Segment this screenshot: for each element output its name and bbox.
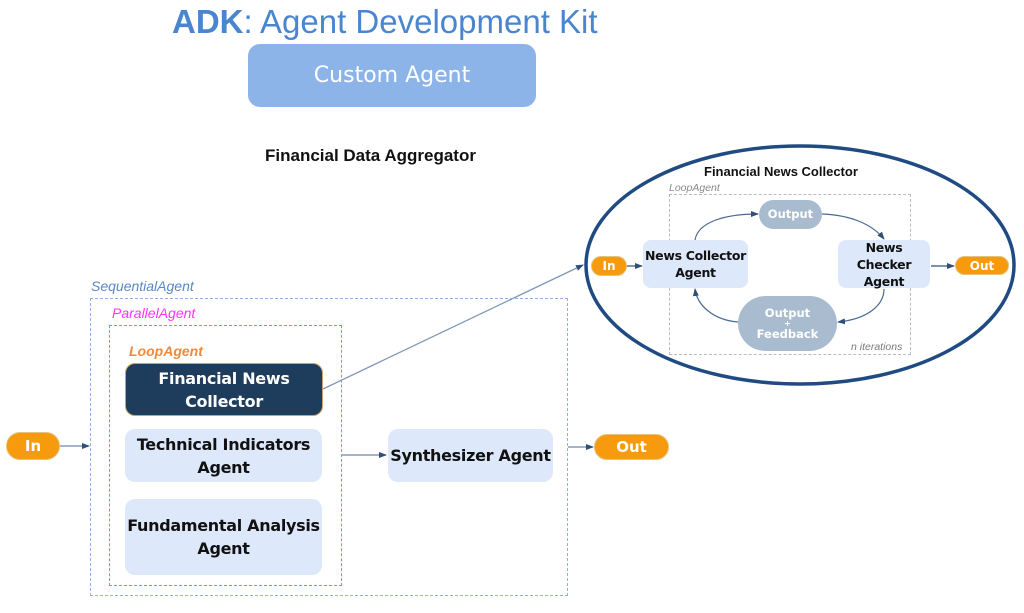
page-title: ADK: Agent Development Kit [172,2,598,42]
output-node: Out [594,434,669,460]
custom-agent-badge: Custom Agent [248,44,536,107]
zoom-loop-agent-label: LoopAgent [669,182,720,194]
zoom-connector-line [322,264,584,390]
zoom-output-node: Out [955,256,1009,275]
sequential-agent-label: SequentialAgent [91,278,194,294]
iterations-label: n iterations [851,341,903,353]
zoom-input-node: In [591,256,627,276]
feedback-plus: + [784,318,791,328]
output-feedback-state-node: Output + Feedback [738,296,837,351]
input-node: In [6,432,60,460]
financial-news-collector-node: Financial News Collector [125,363,323,416]
checker-to-feedback-arrow [837,288,885,325]
title-text: : Agent Development Kit [243,3,598,40]
fundamental-analysis-agent-node: Fundamental Analysis Agent [125,499,322,575]
news-collector-agent-node: News Collector Agent [643,240,748,288]
sequential-agent-group [90,298,568,596]
parallel-agent-group [109,325,342,586]
collector-to-output-arrow [694,211,759,241]
feedback-to-collector-arrow [692,288,739,323]
synthesizer-agent-node: Synthesizer Agent [388,429,553,482]
zoom-title: Financial News Collector [704,164,858,179]
parallel-agent-label: ParallelAgent [112,305,196,321]
loop-agent-label: LoopAgent [129,343,203,359]
zoom-ellipse [584,144,1016,386]
output-to-checker-arrow [821,213,885,240]
technical-indicators-agent-node: Technical Indicators Agent [125,429,322,482]
output-state-node: Output [759,200,822,229]
news-checker-agent-node: News Checker Agent [838,240,930,289]
feedback-line1: Output [764,305,811,320]
aggregator-title: Financial Data Aggregator [265,146,476,165]
feedback-line2: Feedback [756,326,819,341]
title-acronym: ADK [172,3,244,40]
